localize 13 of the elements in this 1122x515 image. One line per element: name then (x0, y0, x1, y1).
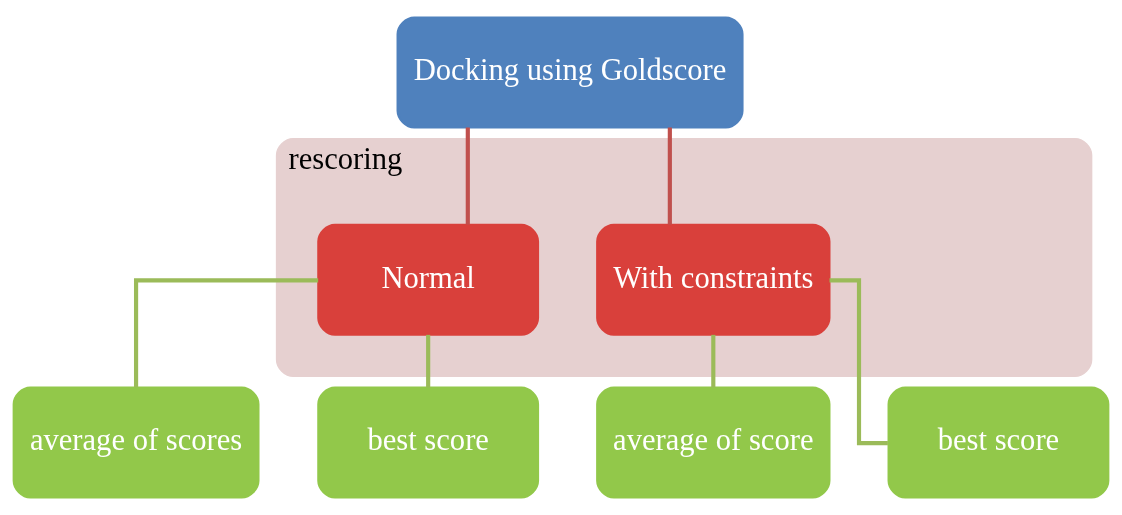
node-box: average of scores (12, 386, 260, 499)
connector (134, 278, 319, 388)
node-box: best score (887, 386, 1110, 499)
connector (426, 334, 431, 388)
node-box: Docking using Goldscore (396, 16, 744, 129)
node-box: With constraints (596, 223, 831, 336)
connector (667, 127, 672, 225)
node-box: average of score (596, 386, 831, 499)
connector (465, 127, 470, 225)
connector (711, 334, 716, 388)
node-box: best score (317, 386, 540, 499)
connector (829, 278, 888, 446)
node-box: Normal (317, 223, 540, 336)
